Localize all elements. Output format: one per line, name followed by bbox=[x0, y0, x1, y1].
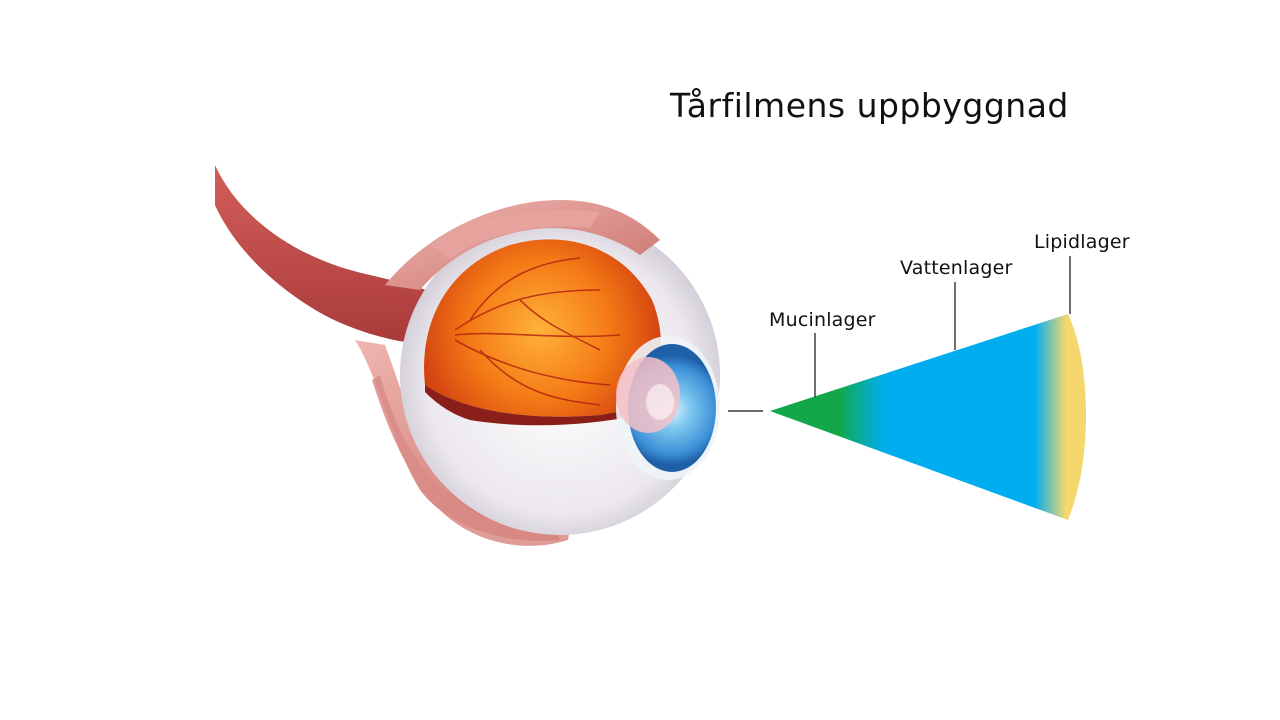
mucin-layer-label: Mucinlager bbox=[769, 309, 876, 331]
retina bbox=[424, 239, 662, 417]
tear-film-wedge bbox=[770, 314, 1086, 520]
optic-nerve bbox=[215, 165, 455, 345]
lipid-layer-label: Lipidlager bbox=[1034, 231, 1130, 253]
diagram-title: Tårfilmens uppbyggnad bbox=[670, 86, 1069, 125]
lower-muscle bbox=[355, 340, 560, 541]
water-layer-label: Vattenlager bbox=[900, 257, 1013, 279]
